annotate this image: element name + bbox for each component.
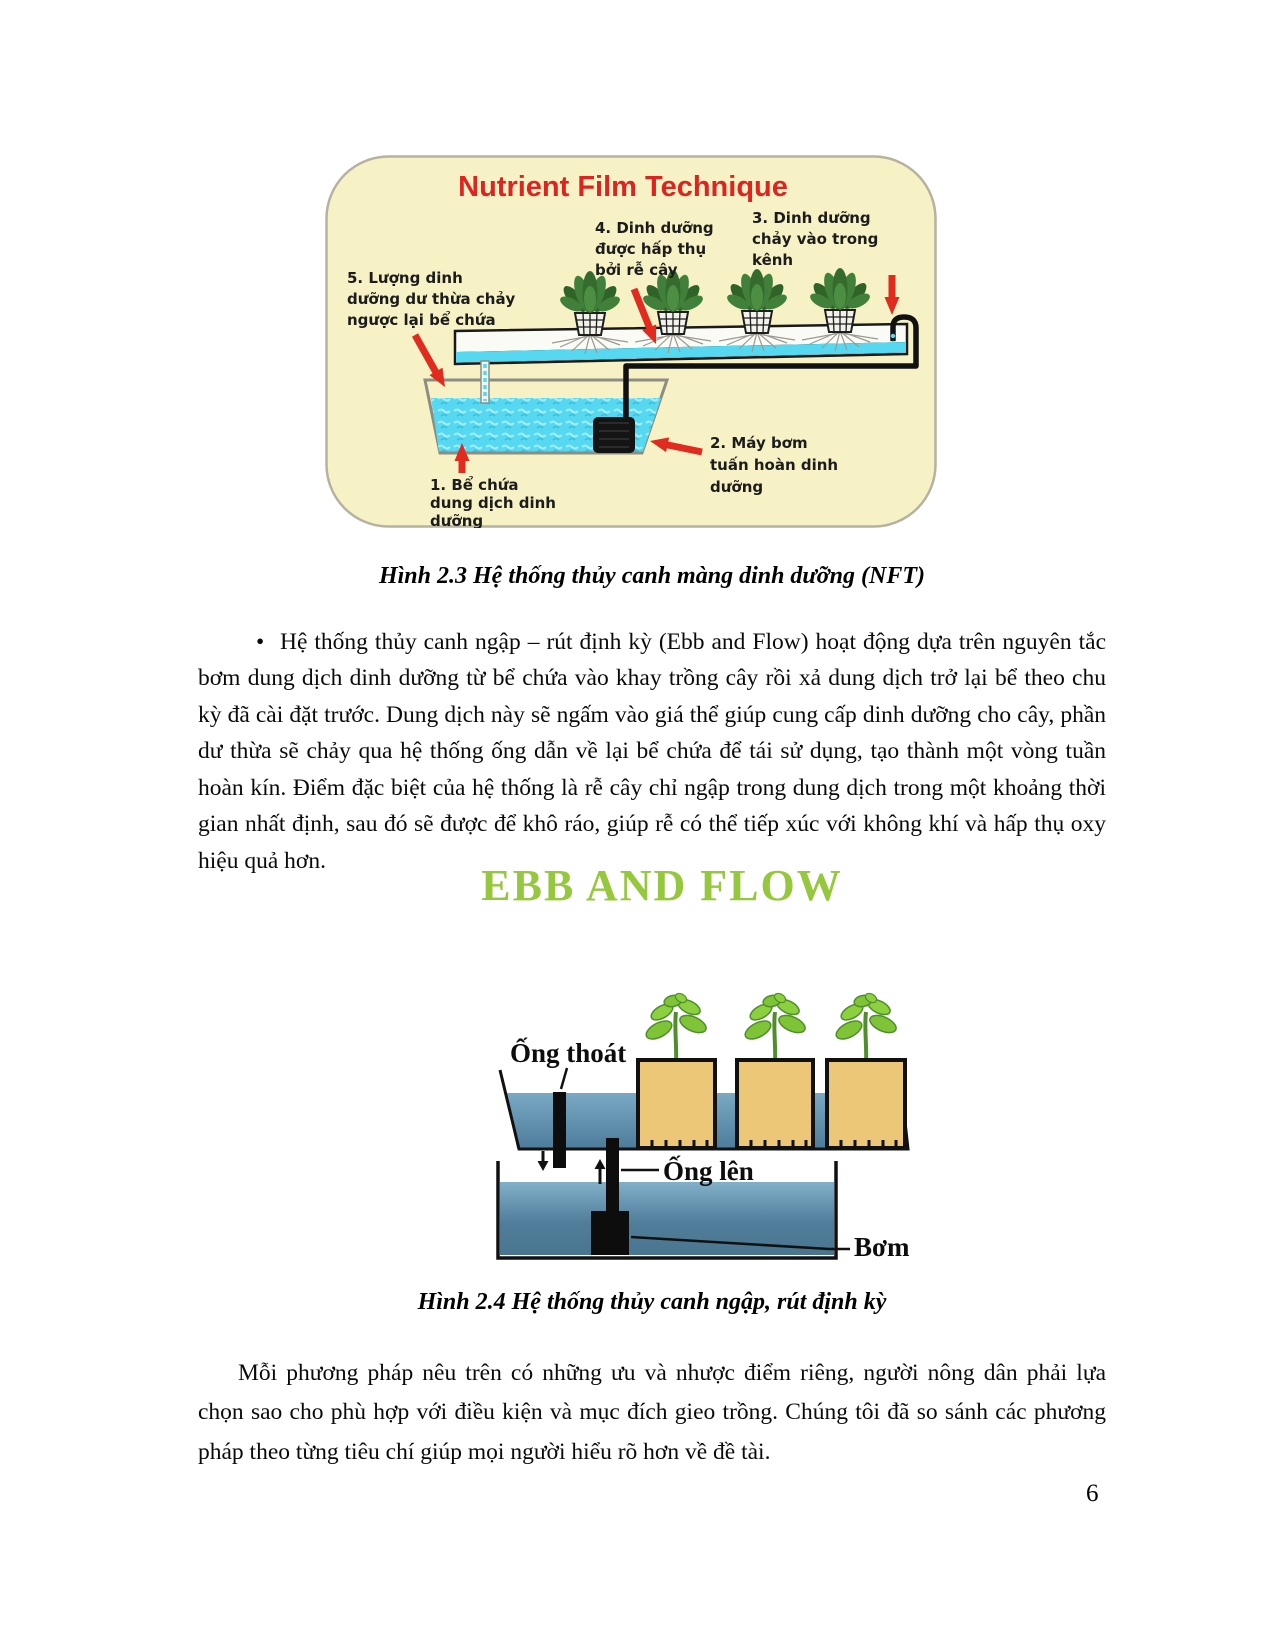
ebb-pump-pointer — [630, 1235, 850, 1251]
ebb-label-riser: Ống lên — [663, 1155, 754, 1186]
svg-text:tuấn hoàn dinh: tuấn hoàn dinh — [710, 456, 838, 474]
nft-label-inflow: 3. Dinh dưỡng — [752, 209, 871, 227]
figure-caption-2-3: Hình 2.3 Hệ thống thủy canh màng dinh dư… — [378, 563, 926, 589]
paragraph-comparison: Mỗi phương pháp nêu trên có những ưu và … — [198, 1359, 1106, 1465]
svg-text:chảy vào trong: chảy vào trong — [752, 230, 878, 248]
svg-text:dưỡng: dưỡng — [710, 478, 763, 496]
nft-pump — [593, 417, 635, 453]
nft-arrows — [411, 275, 900, 473]
nft-figure-title: Nutrient Film Technique — [458, 171, 788, 203]
ebb-label-drain: Ống thoát — [510, 1037, 626, 1068]
ebb-plants — [641, 989, 901, 1066]
nft-netpot — [657, 311, 689, 335]
paragraph-1-text: Hệ thống thủy canh ngập – rút định kỳ (E… — [198, 628, 1106, 874]
svg-text:dung dịch dinh: dung dịch dinh — [430, 494, 556, 512]
nft-label-overflow: 5. Lượng dinh — [347, 269, 463, 287]
figure-caption-2-4: Hình 2.4 Hệ thống thủy canh ngập, rút đị… — [417, 1289, 887, 1315]
ebb-pump — [591, 1211, 629, 1255]
ebb-flow-arrows — [537, 1151, 606, 1184]
figure-ebb-flow-diagram: EBB AND FLOW — [481, 861, 910, 1262]
nft-netpot — [824, 309, 856, 333]
nft-callout-labels: 5. Lượng dinh dưỡng dư thừa chảy ngược l… — [347, 209, 878, 528]
nft-grow-channel — [453, 322, 909, 366]
page-number: 6 — [1086, 1480, 1099, 1507]
ebb-drain-pipe — [553, 1092, 566, 1168]
bullet-marker: • — [256, 628, 265, 655]
ebb-pots — [636, 1058, 907, 1150]
svg-text:được hấp thụ: được hấp thụ — [595, 240, 706, 258]
nft-return-pipe — [623, 314, 919, 419]
svg-text:kênh: kênh — [752, 251, 793, 269]
nft-netpot — [741, 310, 773, 334]
ebb-riser-pipe — [606, 1138, 619, 1216]
ebb-reservoir-water — [500, 1182, 834, 1255]
svg-text:dưỡng: dưỡng — [430, 512, 483, 528]
figure-nft-diagram: Nutrient Film Technique — [325, 155, 937, 528]
paragraph-ebb-flow-description: •Hệ thống thủy canh ngập – rút định kỳ (… — [198, 624, 1106, 880]
nft-drain-pipe — [480, 360, 490, 404]
ebb-reservoir — [496, 1161, 838, 1260]
ebb-label-pump: Bơm — [854, 1232, 910, 1262]
nft-label-absorb: 4. Dinh dưỡng — [595, 219, 714, 237]
svg-text:dưỡng dư thừa chảy: dưỡng dư thừa chảy — [347, 290, 516, 308]
nft-label-pump: 2. Máy bơm — [710, 434, 808, 452]
svg-text:bởi rễ cây: bởi rễ cây — [595, 261, 678, 279]
ebb-figure-title: EBB AND FLOW — [481, 861, 842, 910]
nft-netpot — [574, 312, 606, 336]
nft-label-reservoir: 1. Bể chứa — [430, 475, 519, 494]
svg-text:ngược lại bể chứa: ngược lại bể chứa — [347, 310, 496, 329]
